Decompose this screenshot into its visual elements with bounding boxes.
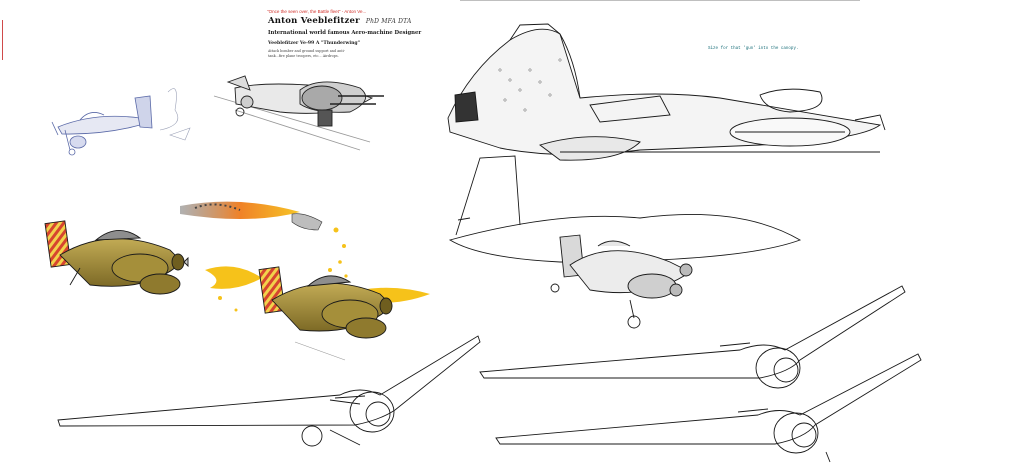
margin-mark — [2, 20, 3, 60]
burning-plane — [180, 201, 346, 264]
outline-wing-tail — [448, 155, 802, 263]
designer-name: Anton Veeblefitzer — [268, 16, 360, 26]
pencil-plane-small — [51, 95, 153, 156]
designer-subtitle: International world famous Aero-machine … — [268, 30, 422, 36]
flying-wing-right-lower — [495, 353, 922, 463]
designer-title: Anton Veeblefitzer PhD MFA DTA — [268, 16, 412, 26]
khaki-plane-wingman — [258, 266, 393, 361]
canopy-caption: Size for that 'gun' into the canopy. — [708, 47, 799, 51]
aircraft-model: Veeblefitzer Ve-99 A "Thunderwing" — [268, 41, 361, 46]
khaki-plane-lead — [44, 220, 189, 295]
sketch-plane-bomber — [447, 23, 886, 161]
flying-wing-right-upper — [479, 285, 906, 389]
flying-wing-left — [57, 335, 481, 447]
red-note: "Once the seen over, the Battle fleet" -… — [267, 9, 367, 14]
aircraft-description: Attack bomber and ground support and ant… — [268, 49, 345, 58]
sketch-plane-fighter — [550, 234, 693, 329]
pencil-plane-side — [159, 88, 191, 141]
sheet-top-edge — [460, 0, 860, 1]
designer-credentials: PhD MFA DTA — [365, 18, 412, 25]
sketch-plane-gunship — [213, 75, 384, 151]
